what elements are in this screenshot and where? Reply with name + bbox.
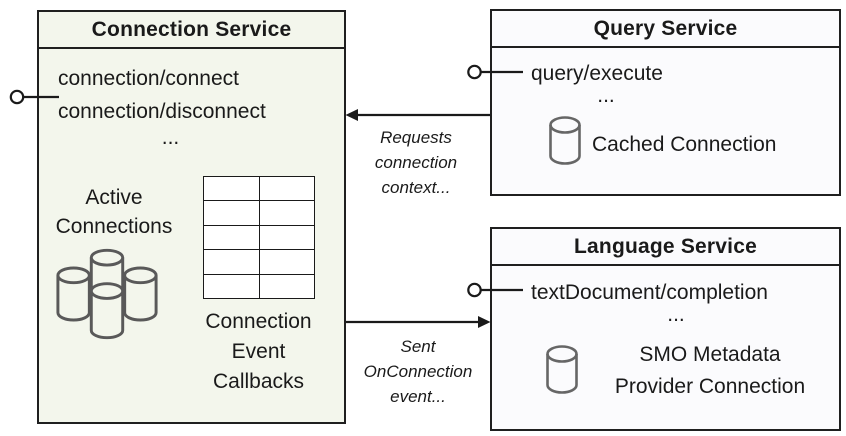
endpoint-textdocument-completion: textDocument/completion [531,281,768,304]
connection-endpoints-ellipsis: ... [161,126,180,149]
language-service-interface-connector [467,282,523,298]
query-service-title: Query Service [492,11,839,48]
language-service-title: Language Service [492,229,839,266]
connection-service-title: Connection Service [39,12,344,49]
query-endpoints-ellipsis: ... [597,84,615,107]
active-connections-cylinders-icon [56,248,158,340]
table-row [203,224,315,251]
query-service-interface-connector [467,64,523,80]
language-endpoints-ellipsis: ... [667,303,685,326]
onconnection-event-arrow-label: Sent OnConnection event... [363,337,473,406]
table-row [203,273,315,300]
endpoint-connection-disconnect: connection/disconnect [58,100,266,123]
cached-connection-database-icon [549,116,581,165]
smo-metadata-database-icon [546,345,578,394]
onconnection-event-arrow [346,316,491,328]
query-service-box: Query Service [490,9,841,196]
endpoint-connection-connect: connection/connect [58,67,239,90]
requests-connection-arrow [345,109,490,121]
table-row [203,175,315,202]
language-service-box: Language Service [490,227,841,431]
connection-event-callbacks-label: Connection Event Callbacks [205,310,312,393]
endpoint-query-execute: query/execute [531,62,663,85]
requests-connection-arrow-label: Requests connection context... [374,128,458,197]
callbacks-table [203,175,315,300]
table-row [203,200,315,226]
active-connections-label: Active Connections [55,186,173,238]
cached-connection-label: Cached Connection [592,133,777,156]
smo-metadata-provider-connection-label: SMO Metadata Provider Connection [614,343,806,398]
connection-service-interface-connector [9,89,59,105]
table-row [203,249,315,275]
